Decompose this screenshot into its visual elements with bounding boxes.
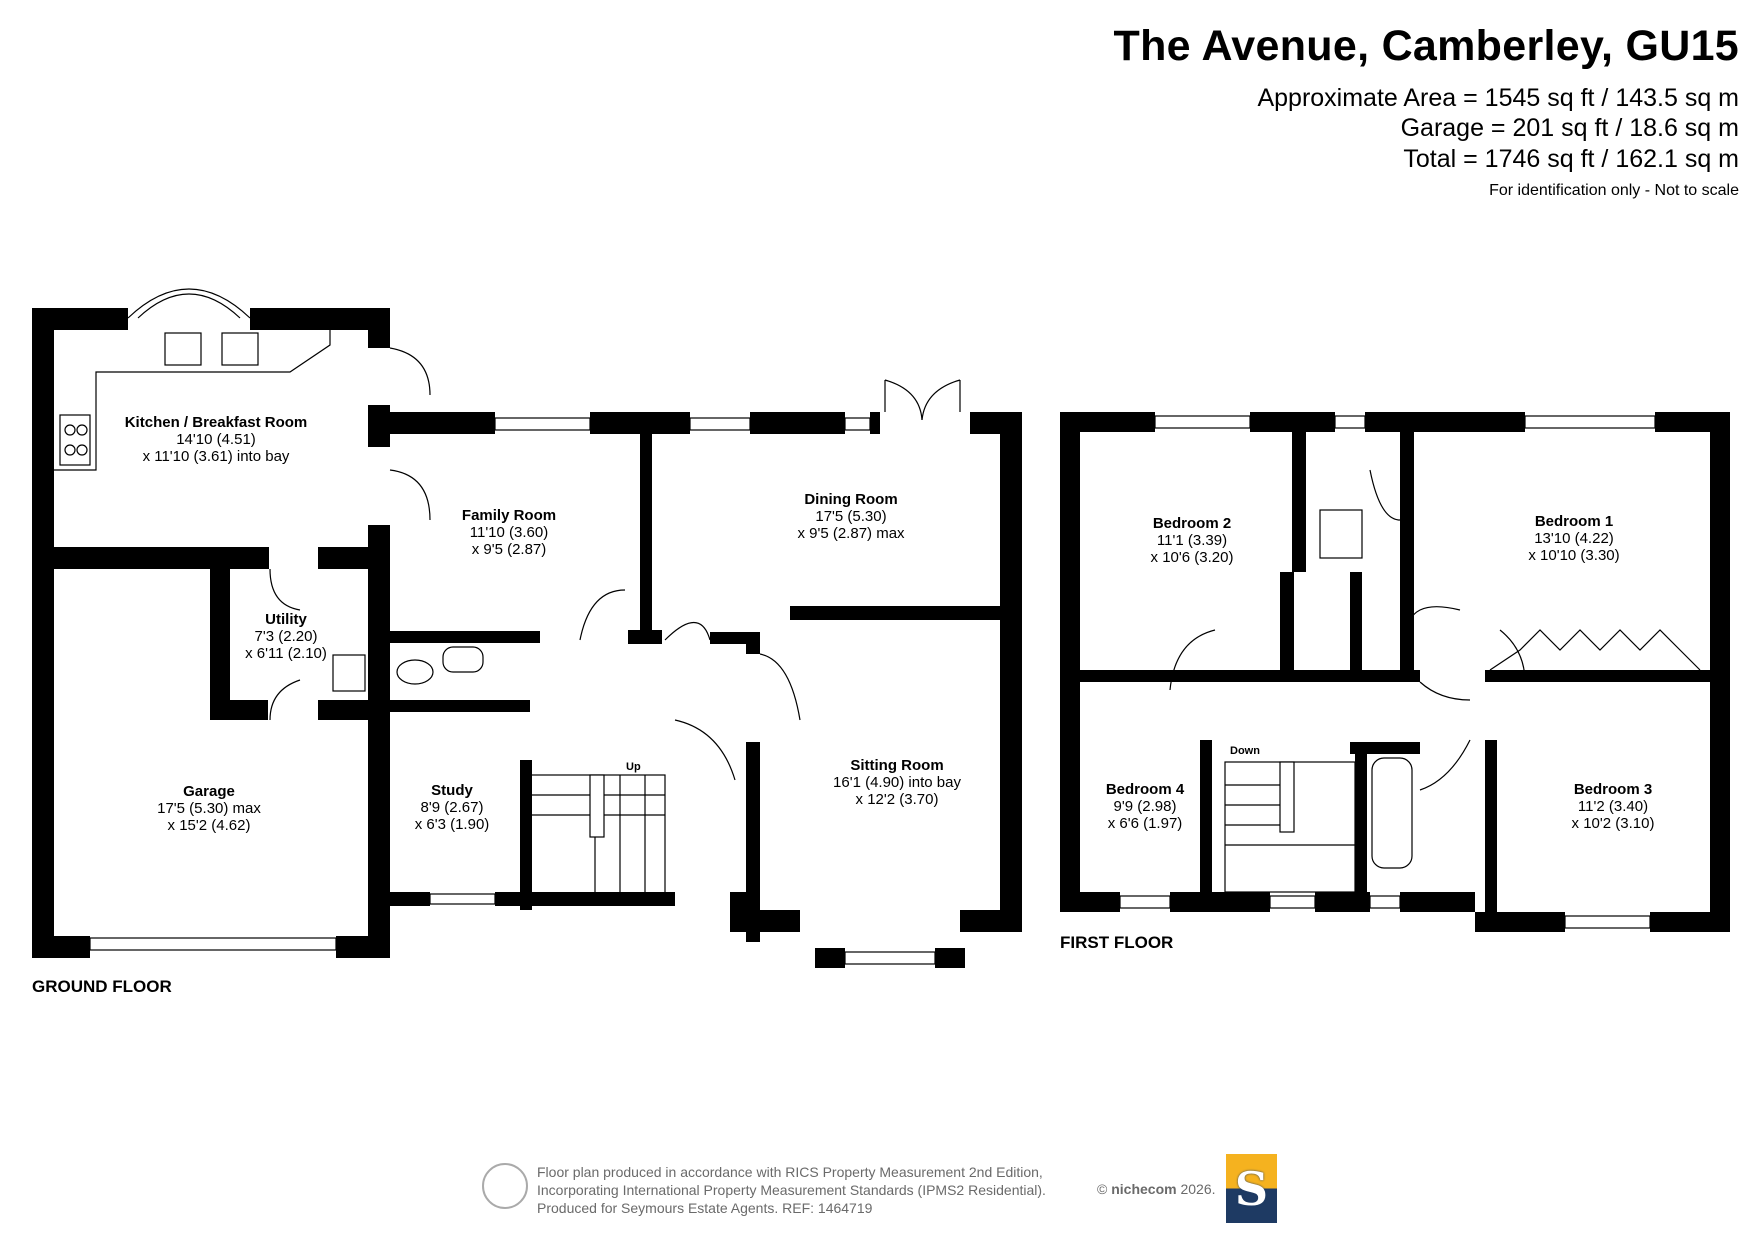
- room-dimension: 9'9 (2.98): [1113, 798, 1177, 815]
- brand-name: nichecom: [1111, 1181, 1177, 1197]
- footer-line: Produced for Seymours Estate Agents. REF…: [537, 1200, 873, 1216]
- copyright-year: 2026.: [1180, 1181, 1216, 1197]
- room-study: Study 8'9 (2.67) x 6'3 (1.90): [415, 782, 490, 833]
- plan-title: The Avenue, Camberley, GU15: [1113, 22, 1739, 70]
- scale-note: For identification only - Not to scale: [1489, 182, 1739, 199]
- room-kitchen-breakfast: Kitchen / Breakfast Room 14'10 (4.51) x …: [125, 414, 308, 465]
- room-garage: Garage 17'5 (5.30) max x 15'2 (4.62): [157, 783, 261, 834]
- logo-letter: S: [1234, 1161, 1269, 1216]
- room-dimension: x 9'5 (2.87): [471, 541, 547, 558]
- footer-line: Incorporating International Property Mea…: [537, 1182, 1046, 1198]
- room-bedroom-1: Bedroom 1 13'10 (4.22) x 10'10 (3.30): [1528, 513, 1619, 564]
- room-name: Garage: [183, 783, 235, 800]
- footer-line: Floor plan produced in accordance with R…: [537, 1164, 1043, 1180]
- room-bedroom-4: Bedroom 4 9'9 (2.98) x 6'6 (1.97): [1106, 781, 1184, 832]
- room-dimension: x 10'6 (3.20): [1150, 549, 1234, 566]
- room-dimension: 11'2 (3.40): [1577, 798, 1649, 815]
- room-name: Study: [431, 782, 473, 799]
- room-name: Bedroom 3: [1573, 781, 1653, 798]
- room-dining-room: Dining Room 17'5 (5.30) x 9'5 (2.87) max: [797, 491, 904, 542]
- room-dimension: 17'5 (5.30) max: [157, 800, 261, 817]
- room-utility: Utility 7'3 (2.20) x 6'11 (2.10): [245, 611, 327, 662]
- first-floor-openings: [1119, 415, 1701, 929]
- ground-floor-label: GROUND FLOOR: [32, 977, 172, 996]
- room-dimension: 11'1 (3.39): [1156, 532, 1228, 549]
- room-name: Bedroom 2: [1152, 515, 1232, 532]
- room-name: Bedroom 1: [1534, 513, 1614, 530]
- garage-area: Garage = 201 sq ft / 18.6 sq m: [1400, 114, 1739, 142]
- total-area: Total = 1746 sq ft / 162.1 sq m: [1403, 145, 1739, 173]
- room-sitting-room: Sitting Room 16'1 (4.90) into bay x 12'2…: [833, 757, 961, 808]
- room-name: Family Room: [461, 507, 557, 524]
- room-name: Kitchen / Breakfast Room: [124, 414, 308, 431]
- room-bedroom-3: Bedroom 3 11'2 (3.40) x 10'2 (3.10): [1572, 781, 1655, 832]
- room-dimension: x 6'3 (1.90): [414, 816, 490, 833]
- room-family-room: Family Room 11'10 (3.60) x 9'5 (2.87): [462, 507, 556, 558]
- stairs-down-label: Down: [1230, 745, 1260, 757]
- room-dimension: x 11'10 (3.61) into bay: [142, 448, 290, 465]
- approximate-area: Approximate Area = 1545 sq ft / 143.5 sq…: [1257, 84, 1739, 112]
- first-floor-label: FIRST FLOOR: [1060, 933, 1174, 952]
- room-dimension: x 6'11 (2.10): [245, 645, 327, 662]
- room-dimension: 11'10 (3.60): [469, 524, 549, 541]
- room-dimension: x 6'6 (1.97): [1107, 815, 1183, 832]
- room-dimension: x 15'2 (4.62): [167, 817, 251, 834]
- room-dimension: 7'3 (2.20): [254, 628, 318, 645]
- ground-floor-openings: [54, 288, 961, 965]
- room-bedroom-2: Bedroom 2 11'1 (3.39) x 10'6 (3.20): [1151, 515, 1234, 566]
- person-icon: [482, 1163, 528, 1209]
- copyright-symbol: ©: [1097, 1181, 1108, 1197]
- room-dimension: 13'10 (4.22): [1534, 530, 1614, 547]
- stairs-up-label: Up: [626, 761, 641, 773]
- room-dimension: x 9'5 (2.87) max: [797, 525, 905, 542]
- ground-floor-walls: [32, 308, 1022, 968]
- room-dimension: 17'5 (5.30): [815, 508, 887, 525]
- first-floor-walls: [1060, 412, 1730, 932]
- footer-copyright: © nichecom 2026.: [1097, 1181, 1216, 1197]
- footer-text: Floor plan produced in accordance with R…: [537, 1163, 1046, 1217]
- room-name: Dining Room: [804, 491, 898, 508]
- room-name: Sitting Room: [850, 757, 944, 774]
- room-dimension: x 12'2 (3.70): [855, 791, 939, 808]
- room-name: Bedroom 4: [1105, 781, 1185, 798]
- room-dimension: 16'1 (4.90) into bay: [833, 774, 961, 791]
- room-dimension: x 10'10 (3.30): [1528, 547, 1620, 564]
- room-dimension: 14'10 (4.51): [176, 431, 256, 448]
- room-name: Utility: [265, 611, 307, 628]
- agent-logo: S: [1226, 1154, 1277, 1223]
- room-dimension: 8'9 (2.67): [420, 799, 484, 816]
- room-dimension: x 10'2 (3.10): [1571, 815, 1655, 832]
